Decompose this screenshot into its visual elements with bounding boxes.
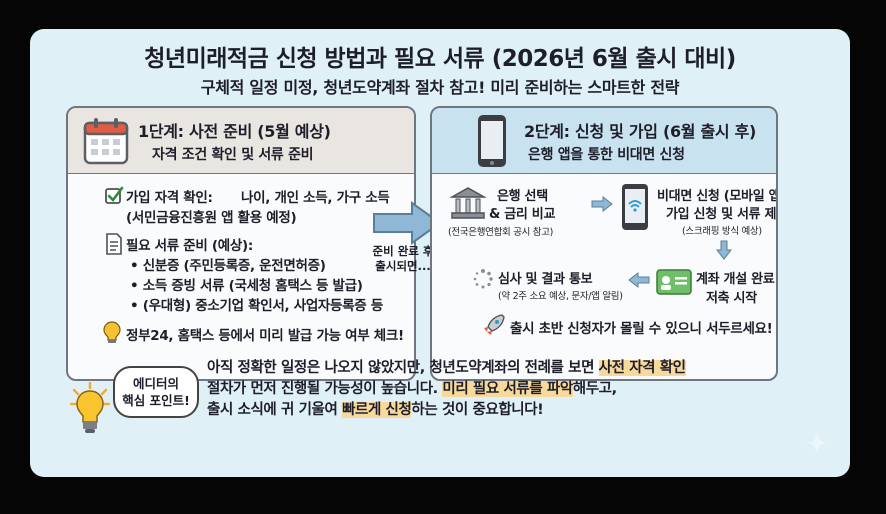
step2-panel: 2단계: 신청 및 가입 (6월 출시 후) 은행 앱을 통한 비대면 신청 은… (430, 106, 778, 381)
lightbulb-icon (102, 320, 122, 348)
lightbulb-large-icon (69, 381, 111, 440)
document-icon (105, 233, 123, 259)
loading-spinner-icon (472, 268, 494, 294)
step2-header: 2단계: 신청 및 가입 (6월 출시 후) 은행 앱을 통한 비대면 신청 (432, 108, 776, 174)
page-title: 청년미래적금 신청 방법과 필요 서류 (2026년 6월 출시 대비) (144, 46, 736, 72)
step2-tip: 출시 초반 신청자가 몰릴 수 있으니 서두르세요! (510, 321, 773, 337)
editor-line-3-tail: 하는 것이 중요합니다! (411, 402, 544, 418)
editor-line-3: 출시 소식에 귀 기울여 빠르게 신청하는 것이 중요합니다! (207, 400, 686, 421)
editor-line-3-highlight: 빠르게 신청 (342, 402, 412, 418)
bank-select-note: (전국은행연합회 공시 참고) (448, 227, 554, 238)
arrow-left-small-icon (628, 271, 650, 292)
mobile-apply-title: 비대면 신청 (모바일 앱): (657, 189, 778, 204)
arrow-down-small-icon (715, 240, 733, 264)
step1-tip: 정부24, 홈택스 등에서 미리 발급 가능 여부 체크! (126, 328, 404, 344)
mobile-app-icon (620, 182, 650, 236)
page-subtitle: 구체적 일정 미정, 청년도약계좌 절차 참고! 미리 준비하는 스마트한 전략 (200, 78, 680, 97)
account-card-icon (656, 268, 692, 300)
sparkle-icon (806, 432, 828, 458)
transition-label-line1: 준비 완료 후 (372, 244, 434, 258)
eligibility-label: 가입 자격 확인: (126, 190, 213, 206)
step2-subtitle: 은행 앱을 통한 비대면 신청 (528, 147, 685, 163)
editor-line-2-tail: 해두고, (572, 381, 617, 397)
editor-badge-line2: 핵심 포인트! (122, 393, 190, 408)
transition-label-line2: 출시되면... (375, 259, 431, 273)
editor-line-2: 절차가 먼저 진행될 가능성이 높습니다. 미리 필요 서류를 파악해두고, (207, 379, 686, 400)
bank-select-line2: & 금리 비교 (489, 207, 556, 222)
editor-line-3-text: 출시 소식에 귀 기울여 (207, 402, 343, 418)
bank-select-line1: 은행 선택 (497, 189, 548, 204)
docs-label: 필요 서류 준비 (예상): (126, 238, 253, 254)
step2-title: 2단계: 신청 및 가입 (6월 출시 후) (524, 122, 757, 141)
calendar-icon (82, 116, 130, 170)
editor-line-1: 아직 정확한 일정은 나오지 않았지만, 청년도약계좌의 전례를 보면 사전 자… (207, 358, 686, 379)
step1-header: 1단계: 사전 준비 (5월 예상) 자격 조건 확인 및 서류 준비 (68, 108, 414, 174)
eligibility-text: 나이, 개인 소득, 가구 소득 (241, 190, 390, 206)
smartphone-icon (476, 113, 508, 173)
checkbox-icon (104, 185, 124, 209)
account-text: 저축 시작 (706, 291, 757, 306)
editor-point-text: 아직 정확한 일정은 나오지 않았지만, 청년도약계좌의 전례를 보면 사전 자… (207, 358, 686, 421)
transition-label: 준비 완료 후 출시되면... (366, 244, 440, 274)
doc-item-income: • 소득 증빙 서류 (국세청 홈택스 등 발급) (130, 278, 363, 294)
editor-line-2-highlight: 미리 필요 서류를 파악 (442, 381, 573, 397)
doc-item-preferred: • (우대형) 중소기업 확인서, 사업자등록증 등 (130, 298, 383, 314)
review-title: 심사 및 결과 통보 (498, 272, 593, 287)
eligibility-note: (서민금융진흥원 앱 활용 예정) (126, 210, 297, 226)
account-title: 계좌 개설 완료! (696, 272, 778, 287)
mobile-apply-note: (스크래핑 방식 예상) (682, 226, 762, 237)
editor-badge-line1: 에디터의 (132, 376, 179, 391)
editor-line-1-text: 아직 정확한 일정은 나오지 않았지만, 청년도약계좌의 전례를 보면 (207, 360, 599, 376)
doc-item-id: • 신분증 (주민등록증, 운전면허증) (130, 258, 326, 274)
rocket-icon (482, 313, 506, 341)
step1-panel: 1단계: 사전 준비 (5월 예상) 자격 조건 확인 및 서류 준비 가입 자… (66, 106, 416, 381)
bank-icon (449, 186, 487, 224)
editor-line-2-text: 절차가 먼저 진행될 가능성이 높습니다. (207, 381, 443, 397)
arrow-right-small-icon (591, 195, 613, 216)
review-note: (약 2주 소요 예상, 문자/앱 알림) (498, 291, 623, 302)
editor-badge: 에디터의 핵심 포인트! (113, 366, 199, 418)
arrow-right-icon (372, 201, 442, 249)
mobile-apply-text: 가입 신청 및 서류 제출 (666, 207, 778, 222)
editor-line-1-highlight: 사전 자격 확인 (598, 360, 686, 376)
step1-subtitle: 자격 조건 확인 및 서류 준비 (152, 147, 314, 163)
step1-title: 1단계: 사전 준비 (5월 예상) (138, 122, 331, 141)
